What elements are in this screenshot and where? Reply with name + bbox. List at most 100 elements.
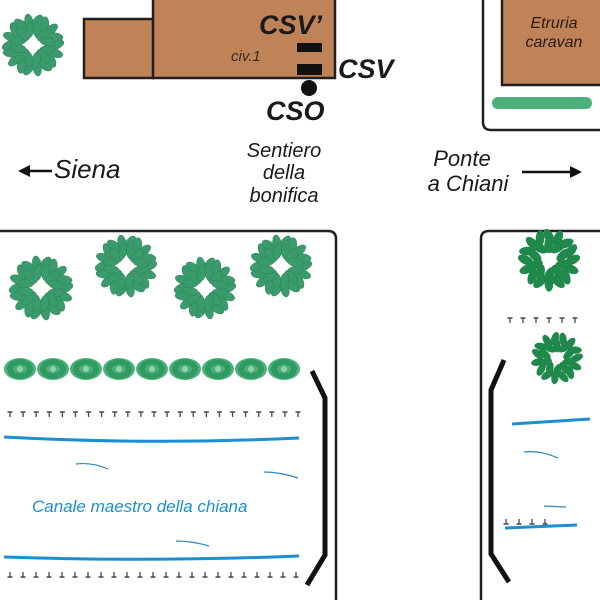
building-civ1 [82,0,337,96]
label-sentiero-line2: della [262,162,306,185]
reed-icon [176,572,182,578]
building-annex [82,17,156,80]
etruria-boundary [481,0,600,132]
reed-icon [280,572,286,578]
reed-icon [46,411,52,417]
reed-icon [33,411,39,417]
csv-prime-marker [297,43,322,52]
reed-icon [269,411,275,417]
reed-icon [546,317,552,323]
reed-icon [111,572,117,578]
label-civ1: civ.1 [231,48,261,65]
reed-icon [542,519,548,525]
reed-icon [267,572,273,578]
reed-row-right-bottom [503,519,548,525]
label-etruria-caravan: Etruria caravan [508,14,600,52]
reed-icon [295,411,301,417]
reed-icon [177,411,183,417]
left-field-boundary [0,229,338,600]
reed-icon [228,572,234,578]
trees [1,13,583,385]
reed-icon [243,411,249,417]
tree-icon [249,234,313,298]
tree-icon [94,234,158,298]
label-ponte-line2: a Chiani [427,170,509,196]
canal-bank-right-top [511,417,591,426]
canal-water [3,417,591,561]
canal-bank-right-bottom [504,523,578,530]
tree-icon [531,331,583,385]
reed-icon [46,572,52,578]
reed-icon [137,572,143,578]
reed-icon [293,572,299,578]
label-sentiero-della-bonifica: Sentiero della bonifica [232,140,336,207]
label-csv-prime: CSV’ [259,10,323,40]
label-canale: Canale maestro della chiana [32,497,248,516]
reed-icon [256,411,262,417]
reed-icon [572,317,578,323]
reed-icon [112,411,118,417]
label-etruria-line2: caravan [525,34,583,52]
reed-icon [33,572,39,578]
reed-icon [72,411,78,417]
ripple [75,462,109,470]
building-etruria-caravan [500,0,600,87]
tree-icon [8,255,74,321]
ripple [263,471,299,479]
reed-icon [282,411,288,417]
reed-icon [254,572,260,578]
reed-icon [190,411,196,417]
right-field-boundary [479,229,600,600]
reed-icon [163,572,169,578]
reed-icon [99,411,105,417]
label-siena: Siena [54,154,121,184]
reed-icon [216,411,222,417]
reed-icon [520,317,526,323]
reed-icon [98,572,104,578]
reed-icon [59,411,65,417]
reed-icon [20,411,26,417]
reed-icon [533,317,539,323]
reed-icon [124,572,130,578]
reed-icon [189,572,195,578]
shrub-icon [37,358,69,380]
shrub-icon [103,358,135,380]
reed-row-bottom [7,572,299,578]
label-ponte-line1: Ponte [433,146,491,171]
tree-icon [517,228,581,292]
shrub-icon [169,358,201,380]
reed-row-right-top [507,317,578,323]
reed-row-top [7,411,301,417]
csv-marker [297,64,322,75]
reed-icon [7,411,13,417]
shrub-icon [202,358,234,380]
reed-icon [85,572,91,578]
reed-icon [202,572,208,578]
reed-icon [529,519,535,525]
ripple [175,540,210,547]
tree-icon [1,13,65,77]
reed-icon [559,317,565,323]
canal-bank-top [3,435,300,443]
cso-marker [301,80,317,96]
label-sentiero-line3: bonifica [249,184,319,207]
ripple [543,505,567,508]
arrow-right-icon [522,166,582,178]
reed-icon [203,411,209,417]
shrub-icon [235,358,267,380]
arrow-left-icon [18,165,52,177]
reed-icon [125,411,131,417]
reed-icon [7,572,13,578]
reed-icon [164,411,170,417]
reed-icon [150,572,156,578]
reed-icon [230,411,236,417]
shrub-icon [70,358,102,380]
shrub-icon [4,358,36,380]
reed-icon [503,519,509,525]
reed-icon [215,572,221,578]
reed-icon [507,317,513,323]
reed-icon [138,411,144,417]
shrub-icon [136,358,168,380]
reed-icon [20,572,26,578]
